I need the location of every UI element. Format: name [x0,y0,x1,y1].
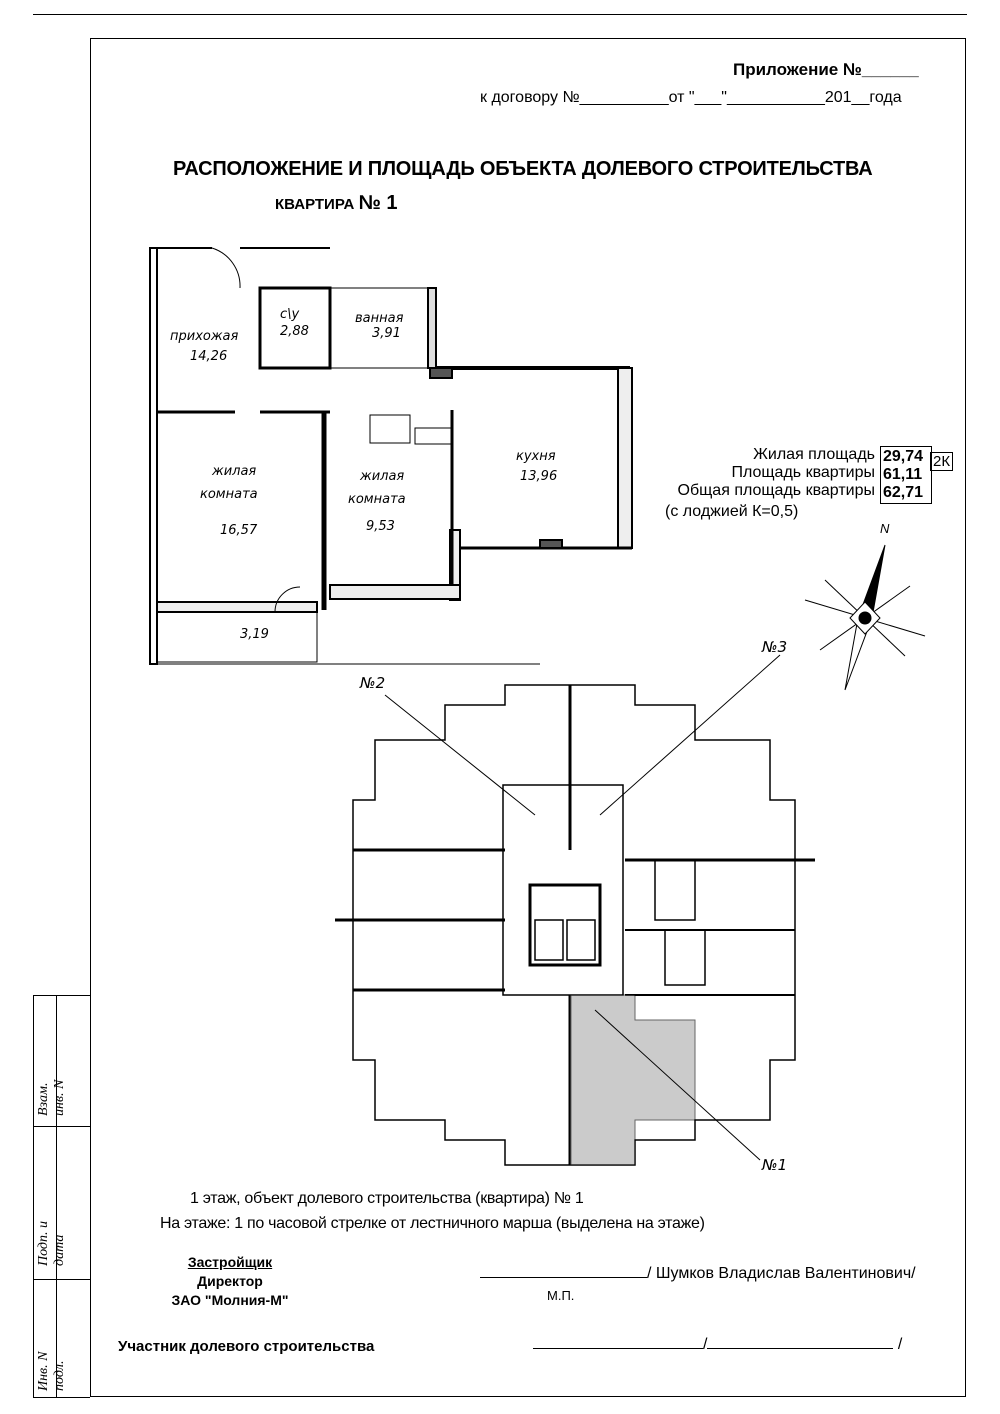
participant-signature-line: / / [533,1336,902,1354]
marker-apartment-3: №3 [761,640,787,656]
apartment-number: КВАРТИРА № 1 [275,192,398,215]
caption-floor: 1 этаж, объект долевого строительства (к… [190,1190,584,1207]
director-name: / Шумков Владислав Валентинович/ [647,1265,916,1282]
side-stamp-block: Взам. инв. N Подп. и дата Инв. N подл. [33,995,90,1398]
marker-apartment-2: №2 [359,674,385,692]
compass-rose-icon [804,544,926,691]
floor-plan: №2 №3 №1 [335,640,815,1174]
room-area-wc: 2,88 [280,324,309,339]
loggia-note: (с лоджией К=0,5) [665,503,799,520]
flat-area-value: 61,11 [883,466,923,483]
sign-date-label: Подп. и дата [36,1220,67,1266]
appendix-label: Приложение №______ [733,60,919,79]
room-area-living2-b: комната [348,492,406,507]
apartment-plan: прихожая 14,26 с\у 2,88 ванная 3,91 кухн… [149,247,633,665]
position-label: Директор [197,1273,263,1289]
highlighted-apartment [569,994,696,1166]
room-area-bathroom: 3,91 [372,326,401,341]
slash: / [897,1336,903,1353]
document-frame [90,38,966,1397]
participant-label: Участник долевого строительства [118,1338,375,1355]
area-labels: Жилая площадь Площадь квартиры Общая пло… [678,446,875,500]
signature-blank [480,1277,647,1278]
inv-orig-label: Инв. N подл. [36,1351,67,1391]
stamp-label: М.П. [547,1288,575,1303]
room-name-living1-a: жилая [211,464,256,479]
room-name-kitchen: кухня [516,449,556,464]
room-name-living1-b: комната [200,487,258,502]
living-area-label: Жилая площадь [753,446,875,463]
room-name-hallway: прихожая [170,329,239,344]
slash: / [703,1336,708,1353]
participant-signature-blank [533,1348,703,1349]
room-area-loggia: 3,19 [240,627,269,642]
director-signature-line: / Шумков Владислав Валентинович/ [480,1265,916,1283]
apartment-type-badge: 2К [930,452,954,471]
flat-area-label: Площадь квартиры [731,464,875,481]
company-label: ЗАО "Молния-М" [171,1292,289,1308]
total-area-value: 62,71 [883,484,924,501]
participant-name-blank [707,1348,894,1349]
compass-north-label: N [880,521,890,536]
caption-location: На этаже: 1 по часовой стрелке от лестни… [160,1215,705,1232]
page-title: РАСПОЛОЖЕНИЕ И ПЛОЩАДЬ ОБЪЕКТА ДОЛЕВОГО … [173,158,873,180]
contract-line: к договору №__________от "___"__________… [480,89,902,106]
marker-apartment-1: №1 [761,1156,787,1174]
room-area-living1: 16,57 [220,523,258,538]
living-area-value: 29,74 [883,448,924,465]
room-area-living2: 9,53 [366,519,395,534]
apartment-number-value: № 1 [358,192,398,214]
room-area-hallway: 14,26 [190,349,227,364]
area-values: 29,74 61,11 62,71 [880,446,932,504]
inv-replace-label: Взам. инв. N [36,1079,67,1116]
total-area-label: Общая площадь квартиры [677,482,875,499]
room-name-wc: с\у [280,307,300,322]
apartment-label: КВАРТИРА [275,196,355,213]
room-name-bathroom: ванная [355,311,404,326]
developer-label: Застройщик [187,1254,273,1270]
room-name-living2-a: жилая [359,469,404,484]
room-area-kitchen: 13,96 [520,469,557,484]
top-rule [33,14,967,15]
